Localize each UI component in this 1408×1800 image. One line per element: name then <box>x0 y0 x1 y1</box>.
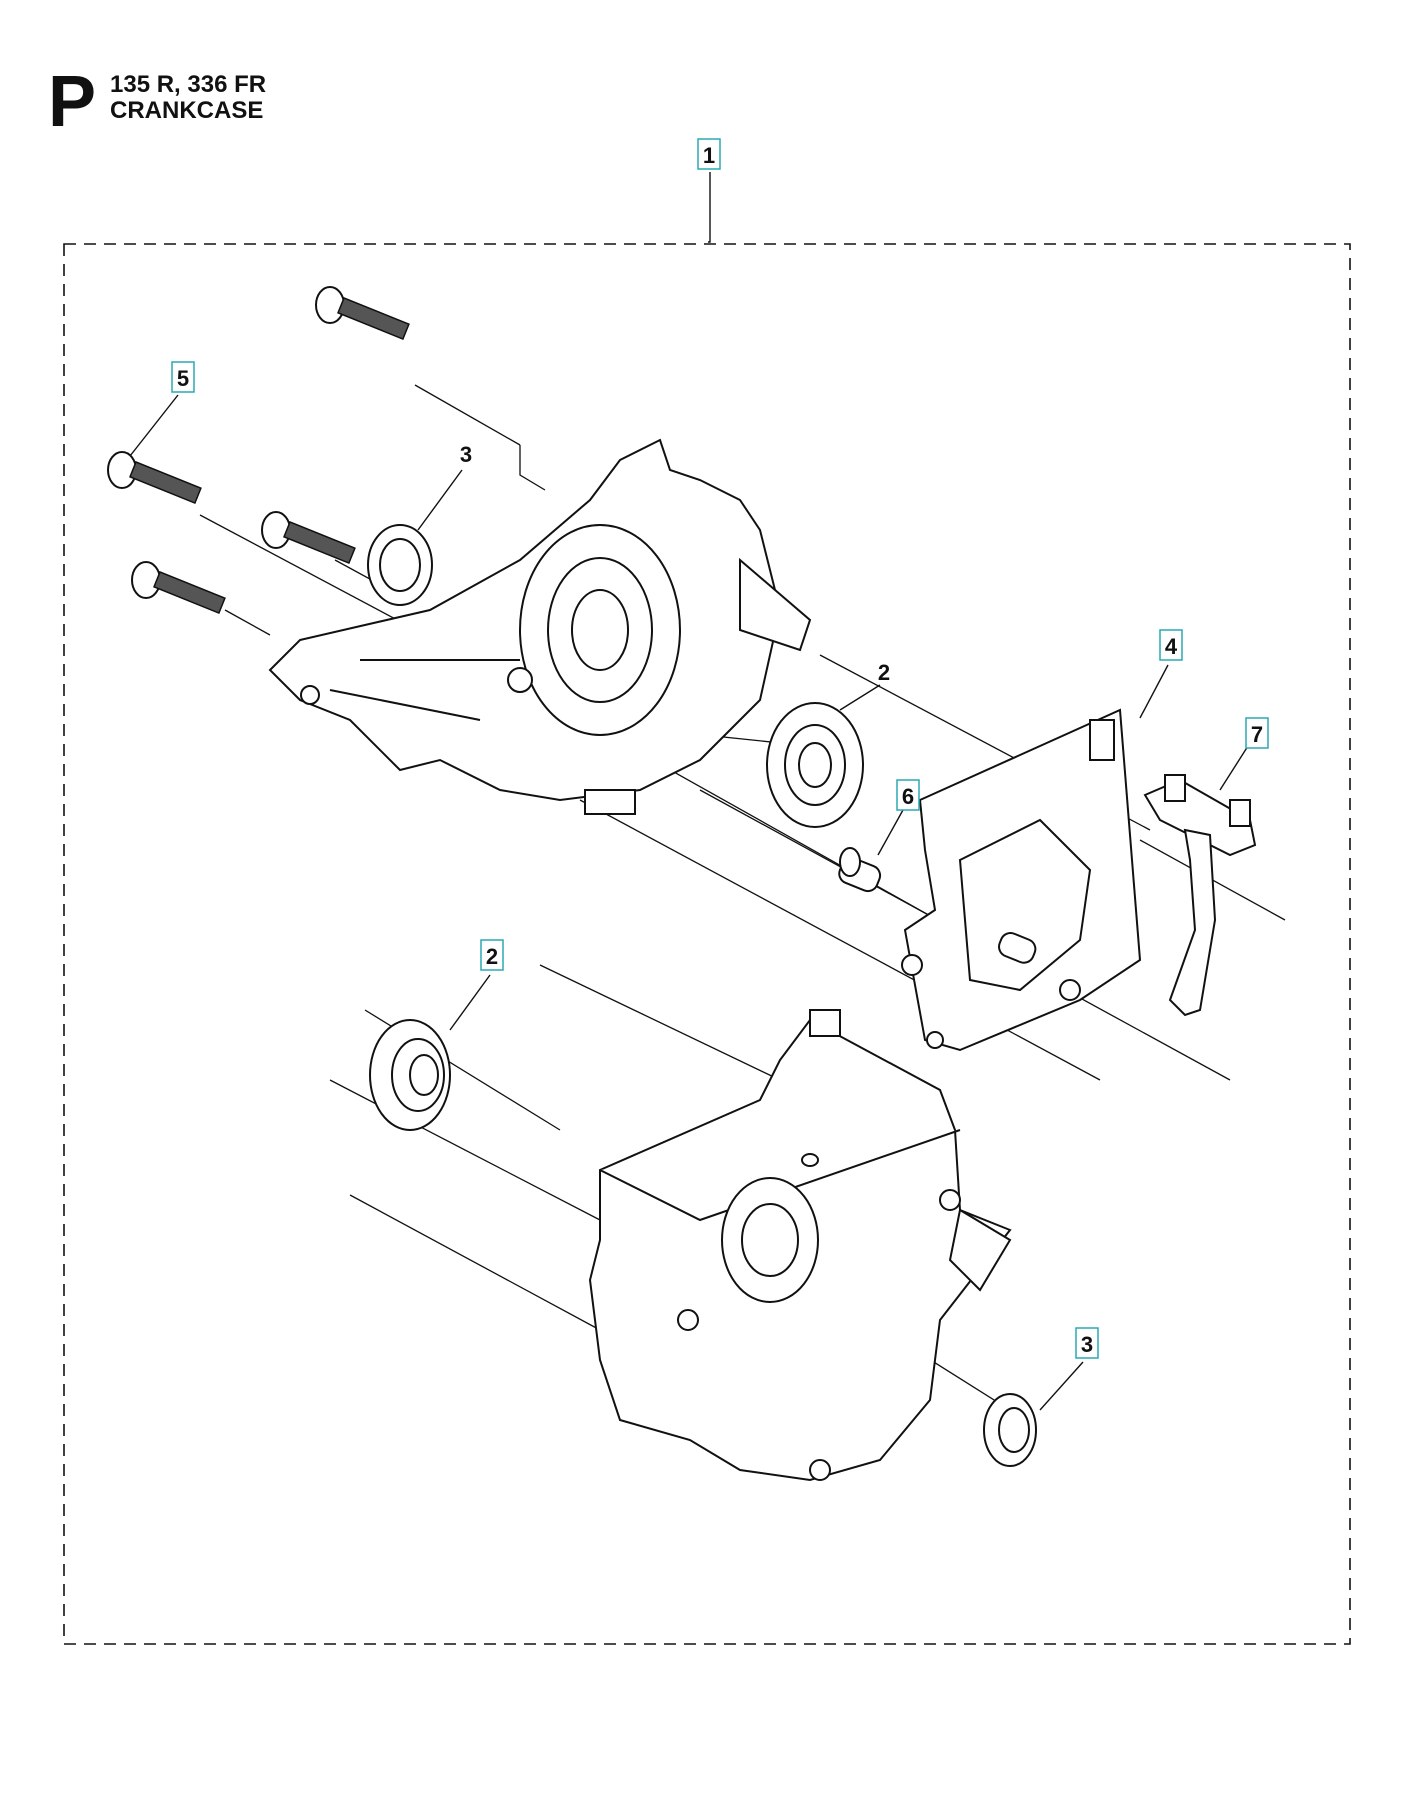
callout-7-label: 7 <box>1251 722 1263 747</box>
callout-4-label: 4 <box>1165 634 1178 659</box>
callout-3-upper: 3 <box>460 442 472 467</box>
model-label: 135 R, 336 FR <box>110 71 267 98</box>
callout-2-upper: 2 <box>878 660 890 685</box>
callout-3-upper-label: 3 <box>460 442 472 467</box>
bracket <box>1143 774 1257 1017</box>
screw-mid <box>261 511 356 565</box>
callout-6: 6 <box>896 779 920 811</box>
screw-low <box>131 561 226 615</box>
section-letter: P <box>48 62 97 142</box>
assembly-border <box>63 243 1351 1645</box>
page-title: CRANKCASE <box>110 97 264 124</box>
screw-top <box>315 286 410 341</box>
crankcase-half-upper <box>268 438 812 815</box>
gasket-dowel <box>998 932 1037 964</box>
callout-1: 1 <box>697 138 721 170</box>
frame-leader <box>708 172 711 243</box>
assembly-frame <box>63 172 1351 1645</box>
callout-3-lower: 3 <box>1075 1327 1099 1359</box>
screw-5 <box>107 451 202 505</box>
callout-5-label: 5 <box>177 366 189 391</box>
seal-lower <box>983 1393 1037 1467</box>
crankcase-half-lower <box>588 1009 1012 1482</box>
callout-3-lower-label: 3 <box>1081 1332 1093 1357</box>
callout-4: 4 <box>1159 629 1183 661</box>
bearing-upper <box>766 702 864 828</box>
callout-1-label: 1 <box>703 143 715 168</box>
callout-2-lower: 2 <box>480 939 504 971</box>
callout-2-upper-label: 2 <box>878 660 890 685</box>
callout-5: 5 <box>171 361 195 393</box>
dowel-pin <box>838 847 882 893</box>
gasket <box>901 708 1142 1052</box>
bearing-lower <box>369 1019 451 1131</box>
callout-2-lower-label: 2 <box>486 944 498 969</box>
seal-upper <box>367 524 433 606</box>
callout-7: 7 <box>1245 717 1269 749</box>
callout-6-label: 6 <box>902 784 914 809</box>
